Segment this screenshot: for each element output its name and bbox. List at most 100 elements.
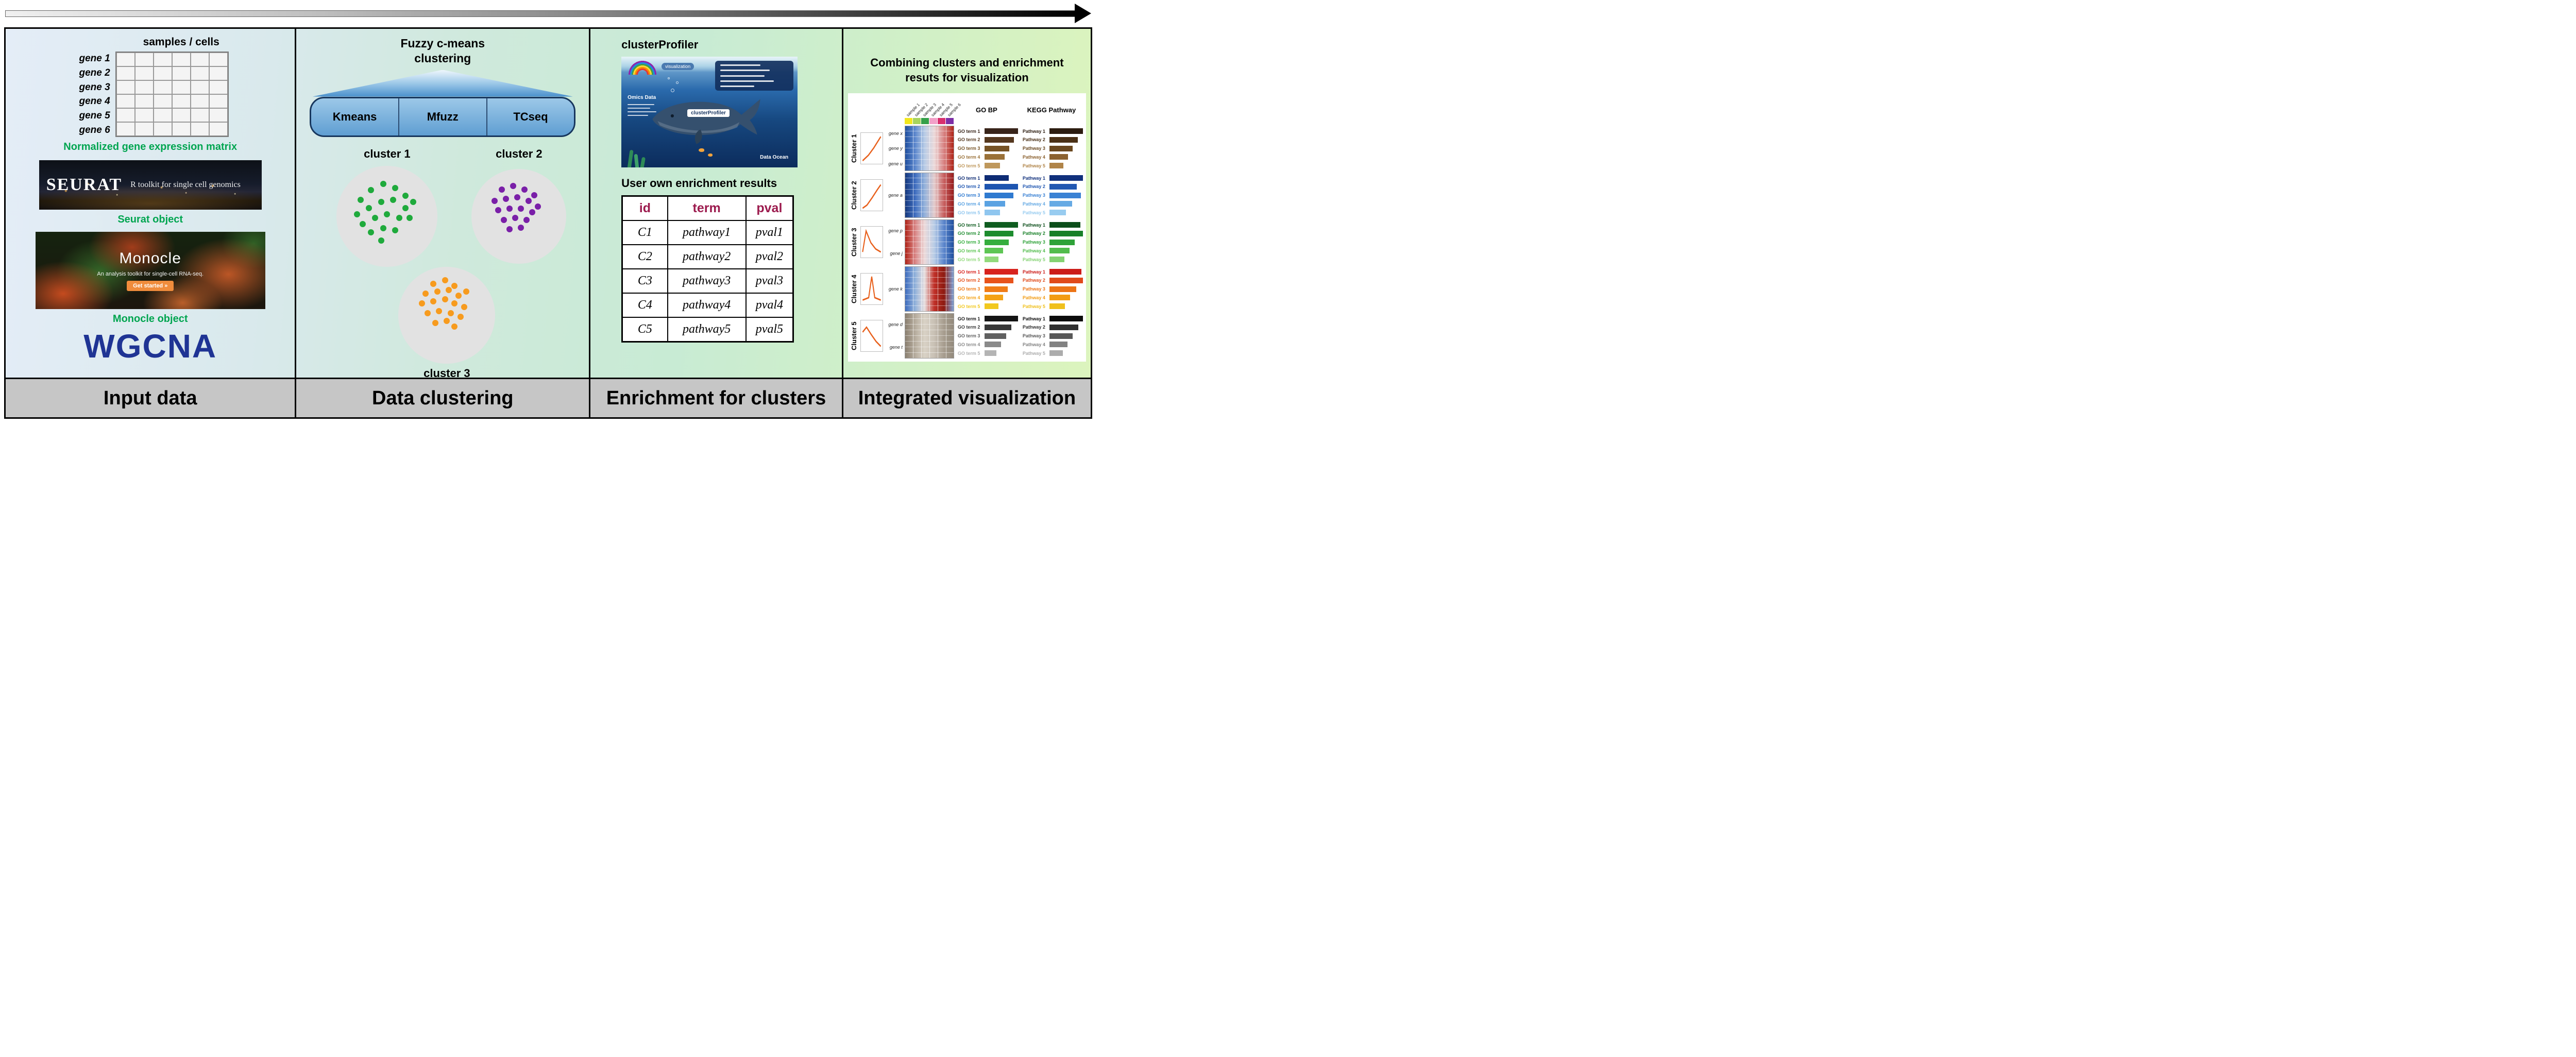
- data-point: [451, 300, 458, 306]
- data-point: [390, 197, 397, 203]
- data-point: [461, 304, 468, 311]
- enrichment-bar-row: GO term 5: [958, 162, 1018, 169]
- data-ocean-label: Data Ocean: [760, 155, 789, 160]
- enrichment-bar: [984, 201, 1006, 207]
- data-point: [491, 198, 498, 204]
- kegg-pathway-header: KEGG Pathway: [1027, 106, 1076, 114]
- enrichment-bar: [1049, 333, 1073, 339]
- bar-track: [1049, 201, 1083, 207]
- clusterprofiler-title: clusterProfiler: [621, 38, 699, 51]
- data-point: [380, 225, 386, 232]
- bar-track: [1049, 257, 1083, 263]
- data-point: [451, 323, 458, 330]
- bar-track: [984, 286, 1018, 292]
- matrix-cell: [172, 122, 191, 136]
- matrix-cell: [153, 66, 172, 80]
- data-point: [535, 203, 541, 210]
- data-point: [368, 186, 375, 193]
- bar-track: [1049, 269, 1083, 275]
- gene-label: gene 2: [79, 67, 110, 78]
- gene-label: gene 5: [79, 110, 110, 122]
- enrichment-bar-row: GO term 5: [958, 302, 1018, 310]
- matrix-cell: [209, 66, 228, 80]
- bar-track: [984, 230, 1018, 236]
- heatmap: [904, 126, 954, 172]
- bar-label: Pathway 3: [1022, 240, 1045, 245]
- bar-track: [984, 333, 1018, 339]
- seurat-banner: SEURAT R toolkit for single cell genomic…: [39, 160, 262, 210]
- bar-label: GO term 3: [957, 286, 980, 292]
- enrichment-bar-row: GO term 3: [958, 238, 1018, 246]
- matrix-caption: Normalized gene expression matrix: [63, 141, 238, 152]
- data-point: [378, 237, 384, 244]
- fish-icon: [708, 154, 713, 157]
- enrichment-bar-row: GO term 2: [958, 230, 1018, 237]
- data-point: [422, 291, 429, 297]
- bar-track: [984, 277, 1018, 283]
- data-point: [392, 227, 399, 233]
- whale-icon: [652, 99, 760, 144]
- bar-track: [1049, 350, 1083, 356]
- data-point: [506, 226, 513, 233]
- gene-label-column: gene a: [884, 173, 905, 218]
- enrichment-bar-row: GO term 3: [958, 285, 1018, 293]
- table-cell: pval5: [745, 317, 794, 343]
- header-spacer: [850, 95, 905, 124]
- bar-track: [984, 154, 1018, 160]
- data-point: [529, 209, 536, 216]
- enrichment-bar: [1049, 248, 1070, 254]
- enrichment-bar-row: GO term 2: [958, 277, 1018, 284]
- data-point: [518, 205, 524, 212]
- bar-track: [984, 257, 1018, 263]
- wgcna-logo: WGCNA: [83, 328, 217, 365]
- trend-plot: [859, 219, 884, 265]
- clustering-title: Fuzzy c-means clustering: [400, 37, 485, 65]
- bar-track: [1049, 239, 1083, 245]
- enrichment-bar: [984, 324, 1011, 330]
- bar-track: [1049, 230, 1083, 236]
- bar-label: Pathway 1: [1022, 222, 1045, 228]
- trend-plot: [859, 313, 884, 359]
- visualization-badge: visualization: [662, 63, 694, 70]
- enrichment-bar: [1049, 316, 1083, 322]
- footer-data-clustering: Data clustering: [296, 378, 589, 417]
- matrix-cell: [153, 53, 172, 66]
- enrichment-bar: [1049, 201, 1073, 207]
- bar-label: Pathway 1: [1022, 128, 1045, 134]
- enrichment-bar: [984, 230, 1013, 236]
- method-kmeans: Kmeans: [311, 98, 399, 135]
- panel-integrated-visualization: Combining clusters and enrichment resuts…: [843, 29, 1091, 417]
- bar-track: [984, 210, 1018, 216]
- enrichment-bar-row: Pathway 3: [1023, 285, 1083, 293]
- gene-label: gene y: [888, 146, 903, 151]
- table-cell: pathway2: [667, 244, 747, 269]
- gene-label-column: gene k: [884, 266, 905, 312]
- bar-track: [1049, 163, 1083, 169]
- bar-label: GO term 3: [957, 333, 980, 339]
- monocle-subtitle: An analysis toolkit for single-cell RNA-…: [97, 271, 204, 277]
- omics-line: [628, 108, 651, 109]
- gene-label: gene 6: [79, 124, 110, 135]
- gene-label: gene 4: [79, 96, 110, 107]
- enrichment-bar-row: GO term 3: [958, 192, 1018, 199]
- matrix-cell: [116, 66, 135, 80]
- bar-label: Pathway 4: [1022, 154, 1045, 160]
- bar-track: [984, 248, 1018, 254]
- enrichment-bar: [984, 333, 1006, 339]
- get-started-button[interactable]: Get started »: [127, 281, 174, 291]
- bar-label: Pathway 5: [1022, 350, 1045, 356]
- seaweed-icon: [627, 149, 634, 167]
- data-point: [396, 215, 402, 221]
- bar-label: GO term 5: [957, 350, 980, 356]
- data-point: [378, 199, 384, 206]
- gene-label: gene 1: [79, 53, 110, 64]
- data-point: [366, 204, 372, 211]
- bar-label: Pathway 3: [1022, 286, 1045, 292]
- cluster-name: Cluster 3: [850, 228, 858, 257]
